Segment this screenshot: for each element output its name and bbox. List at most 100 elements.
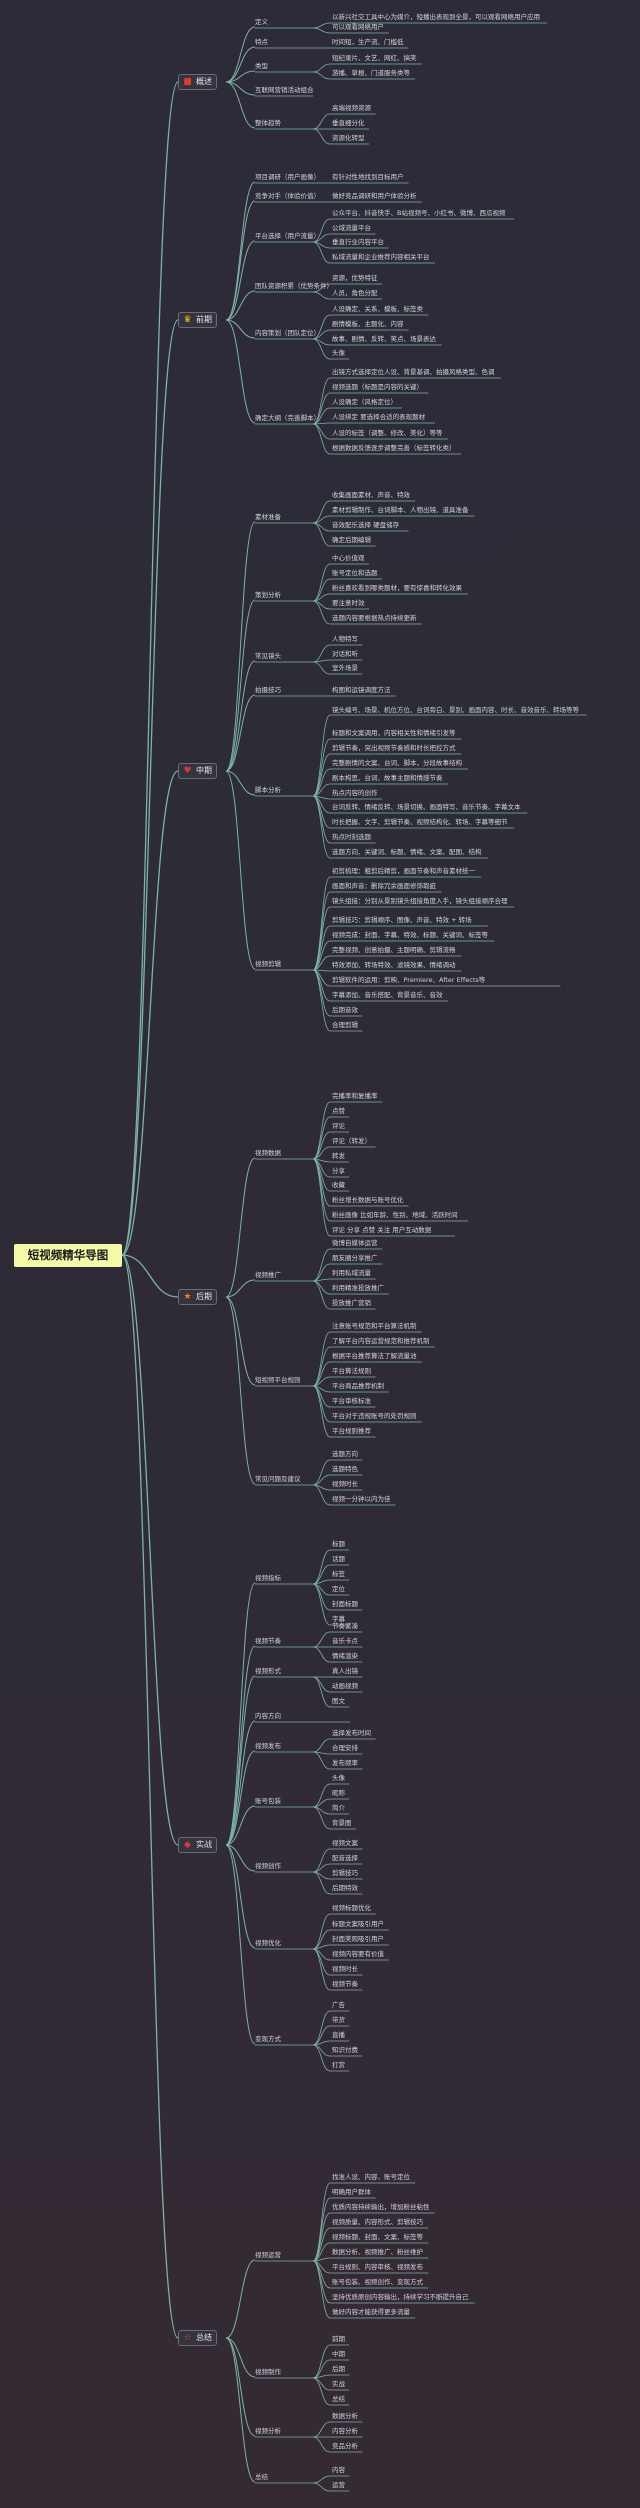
leaf-node[interactable]: 镜头组接：分别从景别镜头组接角度入手，镜头组接顺序合理 [332, 897, 508, 905]
leaf-node[interactable]: 后期 [332, 2365, 345, 2373]
leaf-node[interactable]: 构图和运镜调度方法 [332, 686, 391, 694]
topic-node[interactable]: 确定大纲（完善脚本） [255, 414, 320, 422]
leaf-node[interactable]: 剪辑节奏，突出视频节奏感和时长把控方式 [332, 744, 456, 752]
leaf-node[interactable]: 粉丝增长数据与账号优化 [332, 1196, 404, 1204]
leaf-node[interactable]: 视频标题、封面、文案、标签等 [332, 2233, 423, 2241]
topic-node[interactable]: 视频运营 [255, 2251, 281, 2259]
leaf-node[interactable]: 字幕 [332, 1615, 345, 1623]
leaf-node[interactable]: 资源，优势特征 [332, 274, 378, 282]
leaf-node[interactable]: 优质内容持续输出，增加粉丝粘性 [332, 2203, 430, 2211]
leaf-node[interactable]: 选题方向 [332, 1450, 358, 1458]
leaf-node[interactable]: 头像 [332, 349, 345, 357]
leaf-node[interactable]: 朋友圈分享推广 [332, 1254, 378, 1262]
leaf-node[interactable]: 发布频率 [332, 1759, 358, 1767]
leaf-node[interactable]: 时间短，生产流、门槛低 [332, 38, 404, 46]
leaf-node[interactable]: 人物特写 [332, 635, 358, 643]
topic-node[interactable]: 类型 [255, 62, 268, 70]
branch-2[interactable]: ♛前期 [178, 312, 217, 328]
leaf-node[interactable]: 要注意时效 [332, 599, 365, 607]
leaf-node[interactable]: 平台规则、内容审核、视频发布 [332, 2263, 423, 2271]
leaf-node[interactable]: 粉丝喜欢看到哪类题材，要有惊喜和转化效果 [332, 584, 462, 592]
leaf-node[interactable]: 视频完成：封面、字幕、特效、标题、关键词、标签等 [332, 931, 488, 939]
leaf-node[interactable]: 配音选择 [332, 1854, 358, 1862]
leaf-node[interactable]: 坚持优质原创内容输出，持续学习不断提升自己 [332, 2293, 469, 2301]
leaf-node[interactable]: 出镜方式选择定位人设、背景基调、拍摄风格类型、色调 [332, 368, 495, 376]
mindmap-root-node[interactable]: 短视频精华导图 [14, 1244, 122, 1267]
leaf-node[interactable]: 昵称 [332, 1789, 345, 1797]
leaf-node[interactable]: 平台对于违规账号的处罚规则 [332, 1412, 417, 1420]
leaf-node[interactable]: 完整视频、创意拍摄、主题明确、剪辑流畅 [332, 946, 456, 954]
leaf-node[interactable]: 合理剪辑 [332, 1021, 358, 1029]
leaf-node[interactable]: 合理安排 [332, 1744, 358, 1752]
leaf-node[interactable]: 中期 [332, 2350, 345, 2358]
leaf-node[interactable]: 视频标题优化 [332, 1904, 371, 1912]
topic-node[interactable]: 脚本分析 [255, 786, 281, 794]
leaf-node[interactable]: 动画视频 [332, 1682, 358, 1690]
leaf-node[interactable]: 视频节奏 [332, 1980, 358, 1988]
topic-node[interactable]: 账号包装 [255, 1797, 281, 1805]
topic-node[interactable]: 互联网营销活动组合 [255, 86, 314, 94]
leaf-node[interactable]: 选题内容要根据热点持续更新 [332, 614, 417, 622]
leaf-node[interactable]: 音乐卡点 [332, 1637, 358, 1645]
leaf-node[interactable]: 剪辑软件的运用：剪映、Premiere、After Effects等 [332, 976, 486, 984]
leaf-node[interactable]: 故事、剧情、反转、笑点、场景表达 [332, 335, 436, 343]
leaf-node[interactable]: 定位 [332, 1585, 345, 1593]
leaf-node[interactable]: 镜头编号、场景、机位方位、台词旁白、景别、画面内容、时长、音效音乐、转场等等 [332, 706, 579, 714]
topic-node[interactable]: 常见问题及建议 [255, 1475, 301, 1483]
leaf-node[interactable]: 中心价值观 [332, 554, 365, 562]
leaf-node[interactable]: 收藏 [332, 1181, 345, 1189]
leaf-node[interactable]: 人设绑定 要选择合适的表现题材 [332, 413, 426, 421]
leaf-node[interactable]: 评论 [332, 1122, 345, 1130]
topic-node[interactable]: 视频制作 [255, 2368, 281, 2376]
leaf-node[interactable]: 账号定位和选题 [332, 569, 378, 577]
leaf-node[interactable]: 视频质量、内容形式、剪辑技巧 [332, 2218, 423, 2226]
branch-5[interactable]: ◆实战 [178, 1837, 217, 1853]
leaf-node[interactable]: 视频内容要有价值 [332, 1950, 384, 1958]
leaf-node[interactable]: 前期 [332, 2335, 345, 2343]
leaf-node[interactable]: 标签 [332, 1570, 345, 1578]
leaf-node[interactable]: 视频时长 [332, 1480, 358, 1488]
leaf-node[interactable]: 剧本构思、台词、故事主题和情感节奏 [332, 774, 443, 782]
leaf-node[interactable]: 点赞 [332, 1107, 345, 1115]
leaf-node[interactable]: 完播率和复播率 [332, 1092, 378, 1100]
leaf-node[interactable]: 数据分析、视频推广、粉丝维护 [332, 2248, 423, 2256]
leaf-node[interactable]: 背景图 [332, 1819, 352, 1827]
topic-node[interactable]: 竞争对手（体验价值） [255, 192, 320, 200]
leaf-node[interactable]: 实战 [332, 2380, 345, 2388]
leaf-node[interactable]: 台词反转、情绪反转、场景切换、画面特写、音乐节奏、字幕文本 [332, 803, 521, 811]
leaf-node[interactable]: 后期特效 [332, 1884, 358, 1892]
leaf-node[interactable]: 利用精准投放推广 [332, 1284, 384, 1292]
leaf-node[interactable]: 平台商品推荐机制 [332, 1382, 384, 1390]
topic-node[interactable]: 视频形式 [255, 1667, 281, 1675]
leaf-node[interactable]: 头像 [332, 1774, 345, 1782]
leaf-node[interactable]: 根据数据反馈逐步调整完善（标签转化类） [332, 444, 456, 452]
leaf-node[interactable]: 运营 [332, 2481, 345, 2489]
leaf-node[interactable]: 剪辑技巧：剪辑顺序、图像、声音、特效 + 转场 [332, 916, 472, 924]
leaf-node[interactable]: 内容分析 [332, 2427, 358, 2435]
leaf-node[interactable]: 知识付费 [332, 2046, 358, 2054]
leaf-node[interactable]: 剪辑技巧 [332, 1869, 358, 1877]
leaf-node[interactable]: 收集画面素材、声音、特效 [332, 491, 410, 499]
leaf-node[interactable]: 初剪梳理：粗剪后精剪，画面节奏和声音素材统一 [332, 867, 475, 875]
leaf-node[interactable]: 公域流量平台 [332, 224, 371, 232]
leaf-node[interactable]: 以新兴社交工具中心为媒介，短播出表现到全景，可以观看网络用户应用 [332, 13, 540, 21]
leaf-node[interactable]: 画面和声音：删除冗余画面修饰瑕疵 [332, 882, 436, 890]
leaf-node[interactable]: 平台审核标准 [332, 1397, 371, 1405]
leaf-node[interactable]: 明确用户群体 [332, 2188, 371, 2196]
leaf-node[interactable]: 标题和文案调用，内容相关性和情绪引发等 [332, 729, 456, 737]
leaf-node[interactable]: 标题 [332, 1540, 345, 1548]
leaf-node[interactable]: 人设确定、关系、模板、标签类 [332, 305, 423, 313]
leaf-node[interactable]: 选择发布时间 [332, 1729, 371, 1737]
leaf-node[interactable]: 资源化转型 [332, 134, 365, 142]
topic-node[interactable]: 项目调研（用户画像） [255, 173, 320, 181]
leaf-node[interactable]: 注意账号规范和平台算法机制 [332, 1322, 417, 1330]
leaf-node[interactable]: 微博自媒体运营 [332, 1239, 378, 1247]
leaf-node[interactable]: 平台规则推荐 [332, 1427, 371, 1435]
leaf-node[interactable]: 完整剧情的文案、台词、脚本，分段故事结构 [332, 759, 462, 767]
leaf-node[interactable]: 封面美观吸引用户 [332, 1935, 384, 1943]
topic-node[interactable]: 视频指标 [255, 1574, 281, 1582]
branch-3[interactable]: ♥中期 [178, 763, 217, 779]
topic-node[interactable]: 整体趋势 [255, 119, 281, 127]
topic-node[interactable]: 视频剪辑 [255, 960, 281, 968]
topic-node[interactable]: 素材准备 [255, 513, 281, 521]
